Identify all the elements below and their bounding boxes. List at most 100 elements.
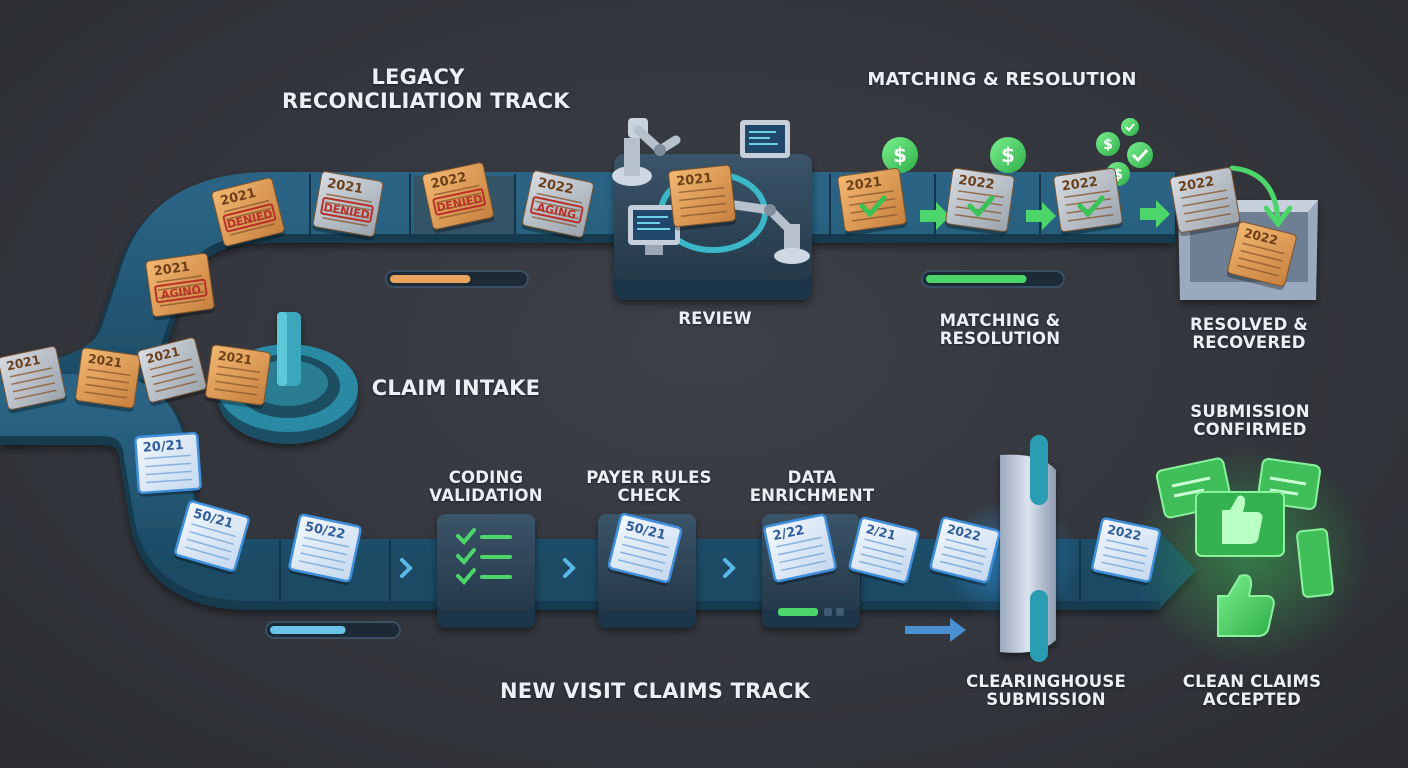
payer-rules-label: PAYER RULES CHECK — [582, 468, 716, 506]
claim-intake-label: CLAIM INTAKE — [371, 376, 541, 400]
monitor-icon — [628, 205, 680, 255]
clean-claims-line1: CLEAN CLAIMS — [1182, 672, 1322, 691]
message-card-icon — [1296, 528, 1334, 598]
svg-text:$: $ — [893, 143, 907, 167]
legacy-track-title: LEGACY RECONCILIATION TRACK — [282, 65, 570, 113]
enrichment-label-line1: DATA — [787, 468, 837, 487]
arrow-icon — [1229, 165, 1293, 229]
legacy-progress-bar — [385, 270, 529, 288]
robot-arm-icon — [730, 200, 810, 264]
new-claim-document: 2022 — [1091, 517, 1161, 586]
legacy-claim-document-year: 2021 — [153, 260, 191, 280]
check-icon — [1121, 118, 1139, 136]
check-icon — [1127, 142, 1153, 168]
intake-claim-document-year: 2021 — [217, 349, 253, 368]
check-icon — [1077, 195, 1105, 218]
legacy-claim-document: 2021 — [668, 164, 736, 231]
payer-label-line2: CHECK — [617, 486, 681, 506]
new-claim-document: 50/22 — [288, 513, 362, 586]
new-claim-document-year: 2/22 — [772, 523, 806, 544]
clean-claims-label: CLEAN CLAIMS ACCEPTED — [1174, 672, 1330, 710]
matching-label-line2: RESOLUTION — [939, 329, 1061, 349]
arrow-right-icon — [1026, 202, 1056, 230]
coding-validation-label: CODING VALIDATION — [426, 468, 546, 506]
matching-claim-document-year: 2021 — [845, 175, 883, 195]
legacy-track-title-line1: LEGACY — [371, 65, 465, 89]
legacy-claim-document-stamp: AGINO — [160, 283, 202, 301]
intake-claim-document: 2021 — [0, 346, 67, 414]
intake-claim-document: 2021 — [75, 347, 141, 412]
dollar-icon: $ — [1096, 132, 1120, 156]
thumbs-up-icon — [1195, 491, 1285, 557]
thumbs-up-icon — [1217, 574, 1275, 637]
new-claim-document: 50/21 — [607, 512, 683, 586]
coding-label-line2: VALIDATION — [429, 486, 543, 506]
new-visit-progress-bar — [265, 621, 401, 639]
enrichment-label-line2: ENRICHMENT — [749, 486, 875, 506]
legacy-claim-document-year: 2021 — [676, 171, 714, 190]
matching-claim-document: 2021 — [837, 167, 907, 236]
matching-resolution-label: MATCHING & RESOLUTION — [928, 311, 1072, 349]
matching-resolution-title: MATCHING & RESOLUTION — [867, 69, 1137, 90]
dollar-icon: $ — [990, 137, 1026, 173]
matching-progress-bar — [921, 270, 1065, 288]
svg-text:$: $ — [1103, 137, 1113, 153]
clearinghouse-label-line1: CLEARINGHOUSE — [966, 672, 1126, 691]
arrow-right-icon — [920, 202, 950, 230]
monitor-icon — [740, 120, 790, 158]
review-label: REVIEW — [678, 309, 752, 328]
svg-text:$: $ — [1113, 167, 1123, 183]
matching-claim-document-year: 2022 — [957, 173, 995, 193]
submission-label-line2: CONFIRMED — [1193, 420, 1307, 440]
data-enrichment-label: DATA ENRICHMENT — [744, 468, 880, 506]
chevron-right-icon — [563, 558, 576, 578]
matching-claim-document: 2022 — [945, 167, 1015, 236]
new-claim-document: 2/21 — [848, 516, 920, 586]
payer-label-line1: PAYER RULES — [586, 468, 712, 487]
submission-label-line1: SUBMISSION — [1190, 402, 1310, 421]
svg-text:$: $ — [1001, 143, 1015, 167]
check-icon — [859, 195, 887, 218]
resolved-recovered-label: RESOLVED & RECOVERED — [1176, 315, 1322, 353]
new-claim-document: 20/21 — [134, 431, 202, 497]
new-visit-track-title: NEW VISIT CLAIMS TRACK — [500, 679, 811, 703]
legacy-claim-document-year: 2021 — [326, 176, 364, 197]
clean-claims-cluster — [1130, 445, 1370, 665]
chevron-right-icon — [400, 558, 413, 578]
clipboard-check-icon — [456, 528, 512, 585]
legacy-claim-document-year: 2022 — [430, 170, 469, 192]
submission-confirmed-label: SUBMISSION CONFIRMED — [1178, 402, 1322, 440]
intake-claim-document: 2021 — [137, 337, 208, 406]
chevron-right-icon — [723, 558, 736, 578]
dollar-icon: $ — [882, 137, 918, 173]
new-claim-document-year: 20/21 — [142, 438, 184, 456]
resolved-claim-document-year: 2022 — [1177, 174, 1215, 195]
resolved-claim-document: 2022 — [1169, 167, 1241, 237]
intake-claim-document-year: 2021 — [5, 353, 42, 374]
new-claim-document: 2/22 — [763, 513, 837, 586]
matching-claim-document-year: 2022 — [1061, 175, 1099, 195]
clean-claims-line2: ACCEPTED — [1202, 690, 1302, 710]
check-icon — [967, 195, 995, 218]
resolved-claim-document: 2022 — [1226, 221, 1297, 290]
documents-layer: 2021AGINO2021DENIED2021DENIED2022DENIED2… — [0, 162, 1297, 586]
clearinghouse-label: CLEARINGHOUSE SUBMISSION — [958, 672, 1134, 710]
legacy-track-segments — [309, 174, 1041, 236]
resolved-label-line2: RECOVERED — [1192, 333, 1306, 353]
arrow-right-icon — [1140, 200, 1170, 228]
intake-claim-document-year: 2021 — [87, 352, 123, 371]
clearinghouse-label-line2: SUBMISSION — [986, 690, 1106, 710]
legacy-claim-document-year: 2022 — [536, 176, 575, 198]
coding-label-line1: CODING — [448, 468, 524, 487]
resolved-label-line1: RESOLVED & — [1190, 315, 1308, 334]
robot-arm-icon — [612, 118, 681, 186]
matching-claim-document: 2022 — [1053, 167, 1123, 236]
coding-validation-station — [437, 514, 535, 628]
matching-label-line1: MATCHING & — [939, 311, 1061, 330]
intake-claim-document: 2021 — [205, 344, 271, 409]
